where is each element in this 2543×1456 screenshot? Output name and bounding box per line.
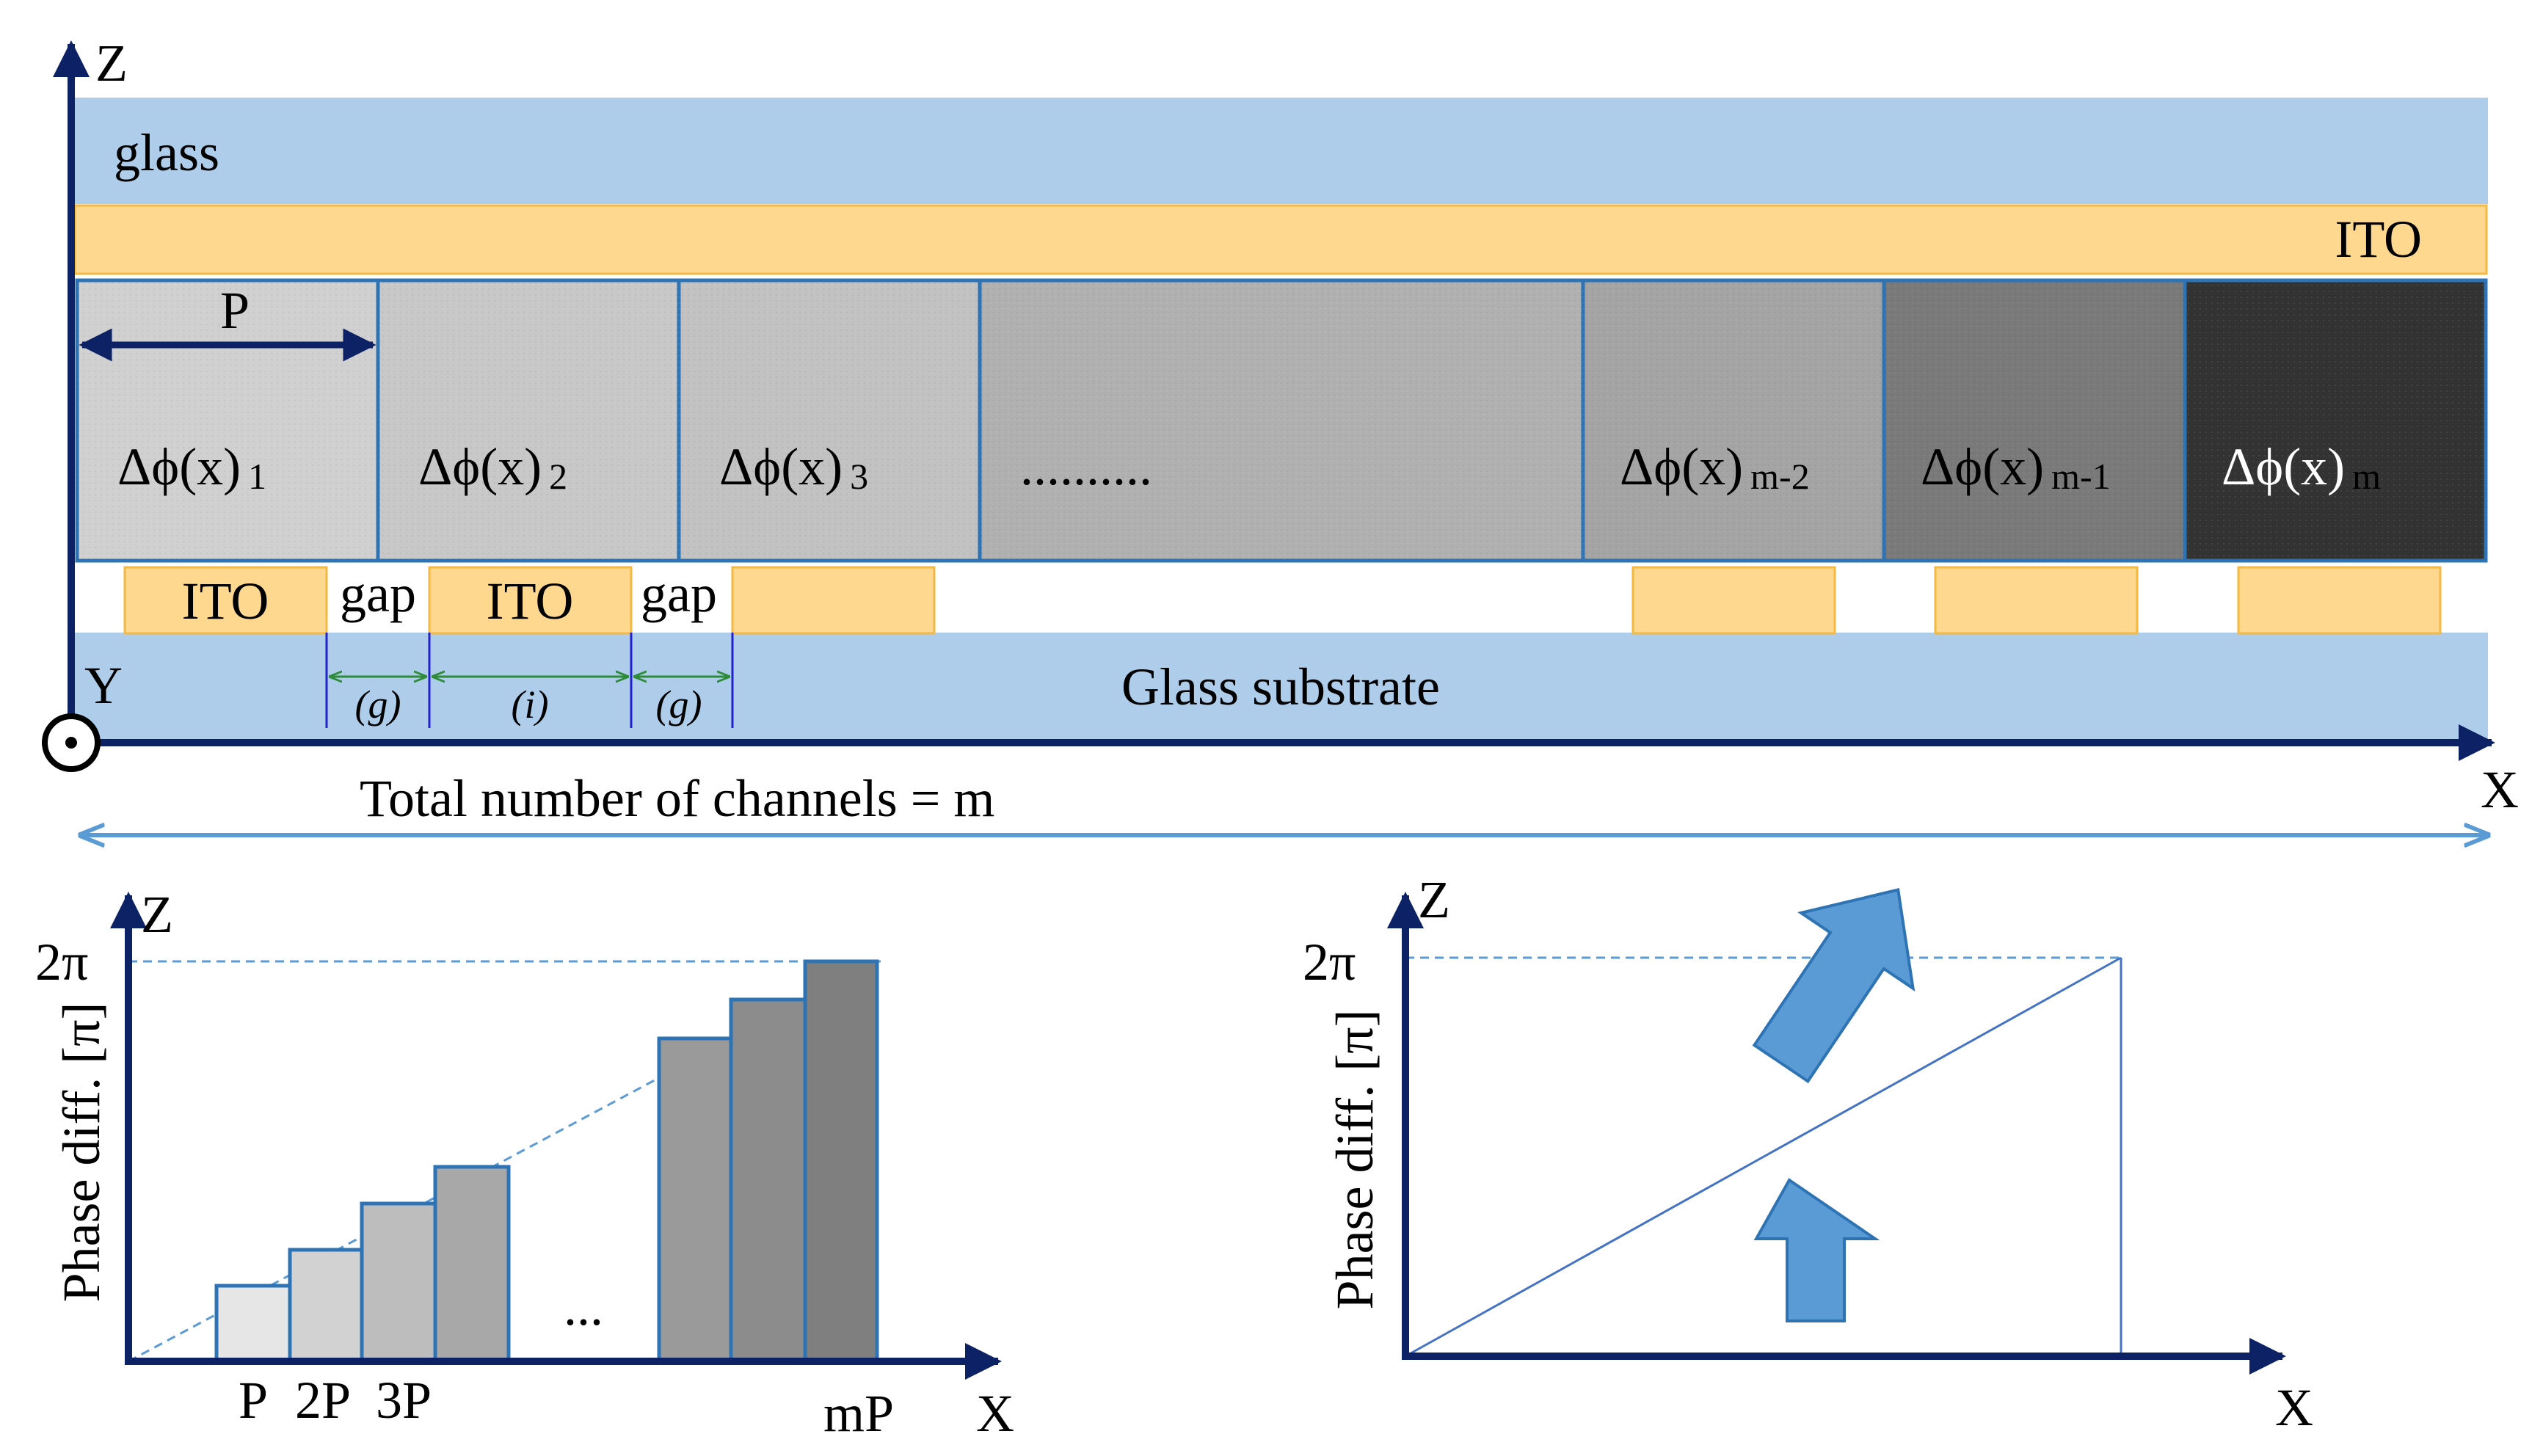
bl-step-bar-4: [433, 1165, 511, 1364]
bl-tick-p: P: [239, 1371, 268, 1430]
channel-label-2: Δϕ(x)2: [418, 437, 567, 497]
electrode-m-1: [1934, 566, 2139, 635]
channel-label-main-1: Δϕ(x): [117, 437, 241, 496]
bl-tick-2p: 2P: [295, 1371, 351, 1430]
br-z-label: Z: [1418, 870, 1450, 929]
channel-label-main-6: Δϕ(x): [1921, 437, 2044, 496]
glass-substrate-label: Glass substrate: [1121, 658, 1440, 716]
bl-step-bar-7: [803, 959, 879, 1364]
channel-texture-4: [980, 280, 1583, 561]
bl-z-label: Z: [141, 885, 173, 944]
br-up-arrow-icon: [1753, 1178, 1880, 1322]
channel-label-main-5: Δϕ(x): [1620, 437, 1743, 496]
electrode-2: [428, 566, 633, 635]
top-ito-label: ITO: [2335, 210, 2422, 269]
bl-tick-mp: mP: [823, 1384, 894, 1443]
top-glass-layer: [73, 98, 2488, 204]
channel-label-7: Δϕ(x)m: [2222, 437, 2381, 497]
electrode-2-label: ITO: [487, 572, 574, 630]
electrode-m: [2237, 566, 2442, 635]
bl-x-label: X: [976, 1384, 1014, 1443]
electrode-3: [731, 566, 936, 635]
dimension-marks: [325, 633, 734, 728]
channel-label-sub-5: m-2: [1750, 456, 1810, 497]
channel-label-sub-6: m-1: [2051, 456, 2111, 497]
bl-step-bar-6: [729, 997, 807, 1364]
br-ylabel: Phase diff. [π]: [1325, 1010, 1384, 1310]
y-axis-out-of-page-icon: [42, 713, 101, 772]
br-two-pi: 2π: [1303, 933, 1356, 991]
channel-label-main-2: Δϕ(x): [418, 437, 542, 496]
top-y-label: Y: [84, 656, 123, 715]
gap-1-label: gap: [340, 564, 416, 623]
channel-label-4: ..........: [1020, 437, 1152, 496]
total-channels-label: Total number of channels = m: [360, 769, 994, 828]
bottom-left-phase-profile: Z X 2π Phase diff. [π] P 2P 3P mP ...: [35, 885, 1014, 1443]
bl-two-pi: 2π: [35, 933, 88, 991]
glass-substrate: [73, 633, 2488, 741]
channel-label-3: Δϕ(x)3: [719, 437, 868, 497]
top-x-label: X: [2481, 760, 2519, 819]
channel-texture-5: [1583, 280, 1884, 561]
channel-texture-2: [378, 280, 679, 561]
bl-step-bar-2: [288, 1248, 364, 1364]
channel-texture-7: [2185, 280, 2486, 561]
br-x-label: X: [2275, 1378, 2313, 1437]
bl-ylabel: Phase diff. [π]: [52, 1002, 111, 1303]
glass-label: glass: [114, 123, 219, 182]
top-z-label: Z: [95, 34, 128, 92]
br-tilted-arrow-icon: [1752, 888, 1916, 1084]
bl-step-bar-5: [657, 1036, 733, 1364]
bl-step-bar-3: [360, 1201, 437, 1364]
bl-tick-3p: 3P: [376, 1371, 432, 1430]
top-ito-layer: [73, 204, 2488, 275]
channel-label-sub-1: 1: [248, 456, 266, 497]
electrode-m-2: [1631, 566, 1836, 635]
dim-g2-label: (g): [656, 682, 702, 727]
channel-label-sub-7: m: [2352, 456, 2381, 497]
dim-i-label: (i): [512, 682, 549, 727]
electrode-1: [123, 566, 328, 635]
gap-2-label: gap: [641, 564, 717, 623]
bl-ellipsis: ...: [564, 1278, 603, 1336]
bl-bar-group: [214, 959, 879, 1364]
channel-label-6: Δϕ(x)m-1: [1921, 437, 2111, 497]
channel-texture-1: [77, 280, 378, 561]
bottom-right-phase-profile: Z X 2π Phase diff. [π]: [1303, 870, 2313, 1437]
channel-label-main-7: Δϕ(x): [2222, 437, 2345, 496]
br-ramp-line: [1405, 956, 2122, 1358]
channel-label-1: Δϕ(x)1: [117, 437, 266, 497]
channel-label-sub-2: 2: [549, 456, 567, 497]
channel-texture-6: [1884, 280, 2185, 561]
dim-g1-label: (g): [355, 682, 401, 727]
bl-step-bar-1: [214, 1284, 292, 1364]
channel-label-main-3: Δϕ(x): [719, 437, 843, 496]
channel-label-sub-3: 3: [850, 456, 868, 497]
electrode-1-label: ITO: [182, 572, 269, 630]
channel-label-5: Δϕ(x)m-2: [1620, 437, 1810, 497]
channel-label-main-4: ..........: [1020, 437, 1152, 496]
channel-texture-3: [679, 280, 980, 561]
pitch-label: P: [220, 281, 250, 340]
